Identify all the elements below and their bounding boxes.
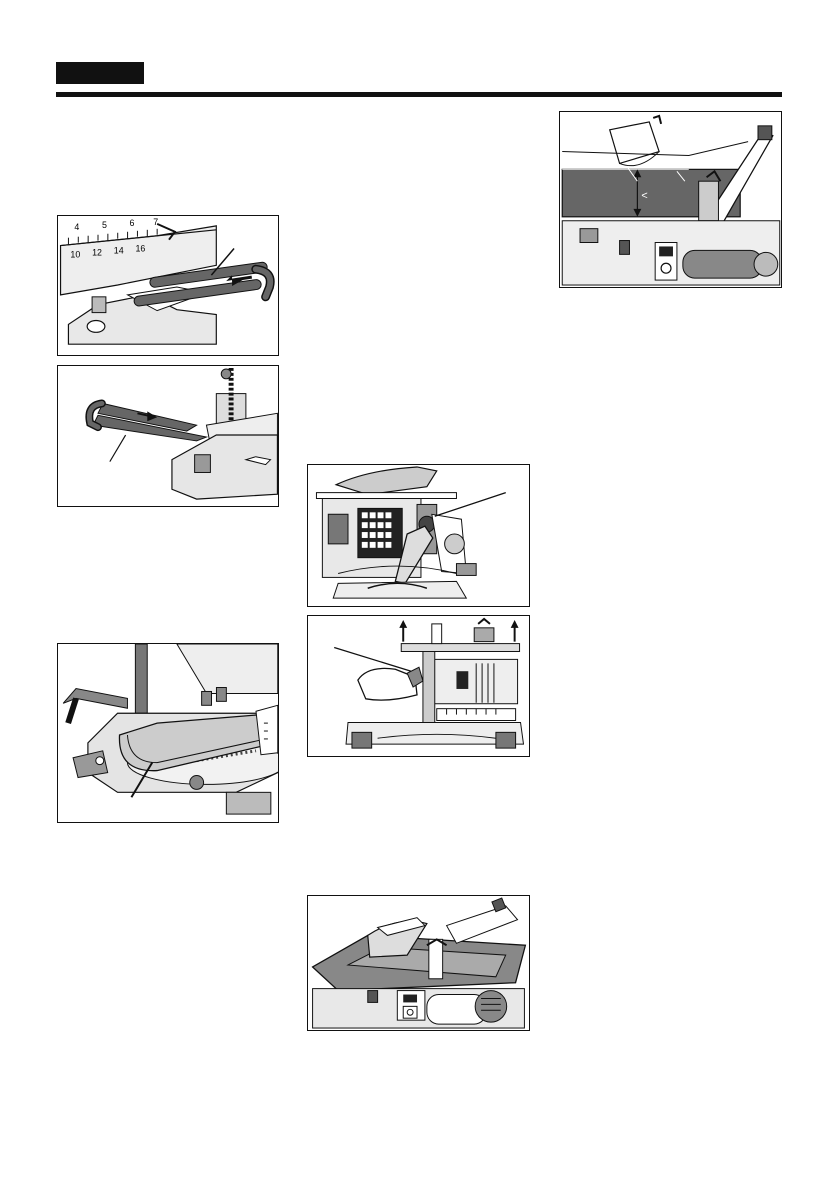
scale-number: 16: [135, 243, 145, 253]
header-rule: [56, 92, 782, 97]
scale-number: 4: [74, 222, 79, 232]
scale-number: 10: [70, 249, 80, 259]
scale-number: 7: [153, 217, 158, 227]
height-mark: <: [641, 190, 647, 202]
figure-upper-table-release: [307, 615, 530, 757]
figure-extension-rod-removal: [57, 365, 279, 507]
scale-number: 12: [92, 247, 102, 257]
figure-table-saw-mode: [307, 895, 530, 1031]
scale-number: 6: [130, 218, 135, 228]
section-header-tab: [56, 62, 144, 84]
figure-saw-head-lock: [307, 464, 530, 607]
figure-workpiece-height: <: [559, 111, 782, 288]
scale-number: 5: [102, 220, 107, 230]
figure-extension-rod-insert: 4 5 6 7 10 12 14 16: [57, 215, 279, 356]
figure-dust-chute: [57, 643, 279, 823]
scale-number: 14: [114, 245, 124, 255]
